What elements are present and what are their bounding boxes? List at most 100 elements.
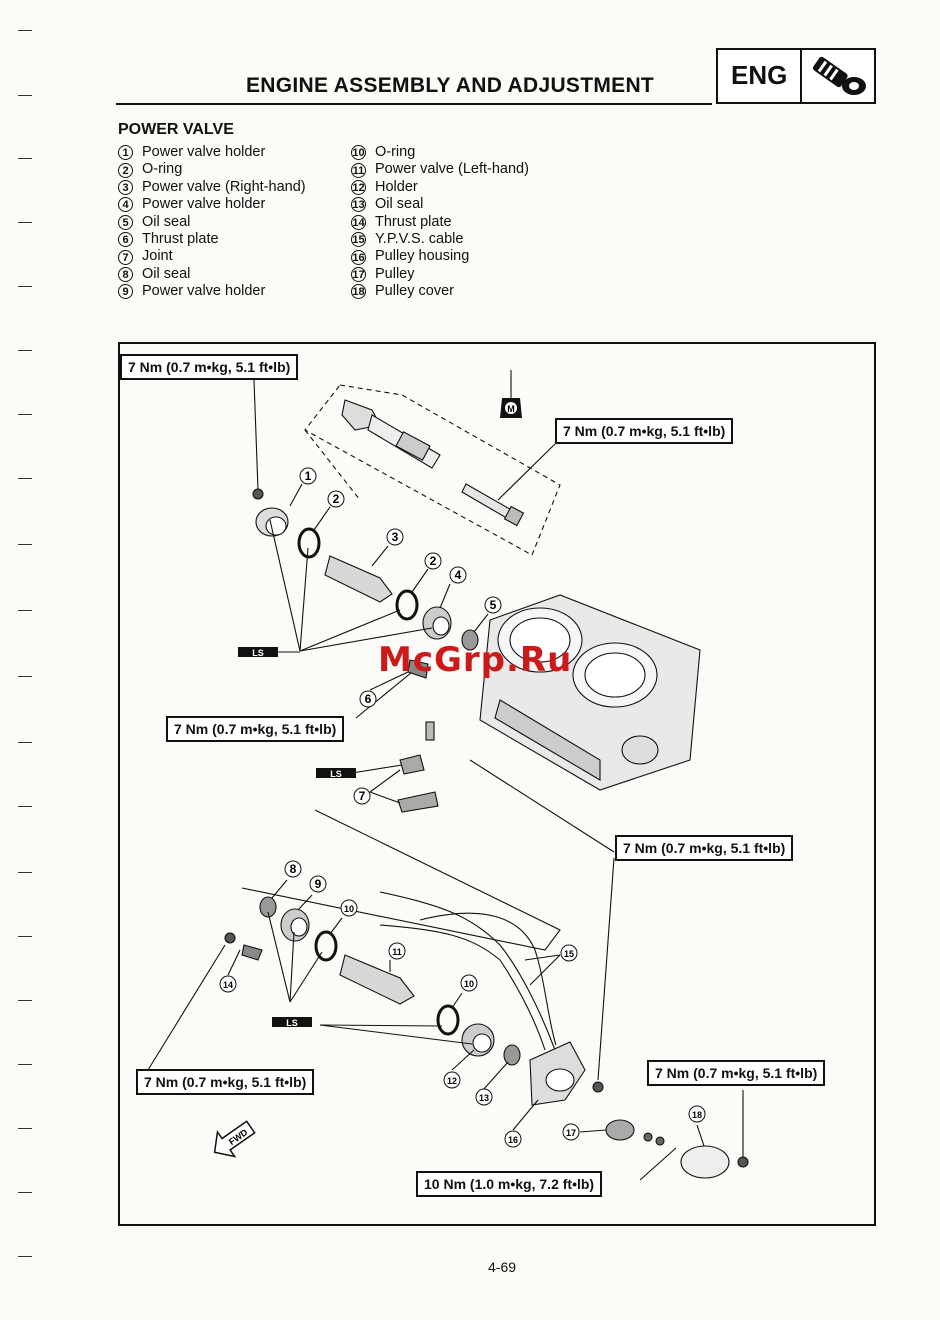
- list-item: 7 Joint: [118, 248, 306, 265]
- forward-arrow-icon: FWD: [213, 1120, 256, 1158]
- part-label: Pulley cover: [375, 283, 454, 300]
- part-label: Joint: [142, 248, 173, 265]
- part-label: Pulley: [375, 265, 415, 282]
- callout-17: 17: [562, 1123, 580, 1141]
- callout-5: 5: [484, 596, 502, 614]
- svg-text:6: 6: [365, 692, 372, 706]
- engine-icon: [812, 56, 866, 95]
- svg-text:17: 17: [566, 1128, 576, 1138]
- torque-spec-box: 7 Nm (0.7 m•kg, 5.1 ft•lb): [555, 418, 734, 444]
- grease-label: M: [507, 404, 515, 414]
- svg-text:18: 18: [692, 1110, 702, 1120]
- callout-8: 8: [284, 860, 302, 878]
- page-number: 4-69: [488, 1259, 517, 1275]
- svg-text:5: 5: [490, 598, 497, 612]
- part-number: 8: [118, 267, 133, 283]
- callout-2b: 2: [424, 552, 442, 570]
- list-item: 17 Pulley: [351, 266, 529, 283]
- svg-text:9: 9: [315, 877, 322, 891]
- lube-icon: LS: [238, 647, 300, 658]
- page-title: ENGINE ASSEMBLY AND ADJUSTMENT: [246, 74, 655, 97]
- part-number: 4: [118, 197, 133, 213]
- eng-badge-divider: [800, 48, 802, 104]
- part-number: 12: [351, 180, 366, 196]
- header-rule: [116, 103, 712, 105]
- list-item: 3 Power valve (Right-hand): [118, 179, 306, 196]
- part-number: 17: [351, 267, 366, 283]
- torque-spec-box: 7 Nm (0.7 m•kg, 5.1 ft•lb): [136, 1069, 315, 1095]
- list-item: 8 Oil seal: [118, 266, 306, 283]
- list-item: 6 Thrust plate: [118, 231, 306, 248]
- callout-9: 9: [309, 875, 327, 893]
- svg-text:8: 8: [290, 862, 297, 876]
- exploded-diagram-frame: [118, 342, 876, 1226]
- torque-spec-box: 7 Nm (0.7 m•kg, 5.1 ft•lb): [647, 1060, 826, 1086]
- callout-11: 11: [388, 942, 406, 960]
- torque-spec-box: 10 Nm (1.0 m•kg, 7.2 ft•lb): [416, 1171, 603, 1197]
- part-label: Y.P.V.S. cable: [375, 231, 464, 248]
- callout-18: 18: [688, 1105, 706, 1123]
- part-label: Oil seal: [142, 213, 191, 230]
- torque-spec-box: 7 Nm (0.7 m•kg, 5.1 ft•lb): [120, 354, 299, 380]
- part-number: 13: [351, 197, 366, 213]
- part-label: Power valve (Right-hand): [142, 178, 306, 195]
- svg-text:12: 12: [447, 1076, 457, 1086]
- part-number: 3: [118, 180, 133, 196]
- list-item: 15 Y.P.V.S. cable: [351, 231, 529, 248]
- svg-text:13: 13: [479, 1093, 489, 1103]
- svg-text:2: 2: [333, 492, 340, 506]
- part-number: 7: [118, 249, 133, 265]
- callout-4: 4: [449, 566, 467, 584]
- part-label: Power valve (Left-hand): [375, 161, 529, 178]
- callout-7: 7: [353, 787, 371, 805]
- part-number: 5: [118, 214, 133, 230]
- eng-badge: [716, 48, 876, 104]
- lube-label: LS: [330, 769, 342, 779]
- part-number: 10: [351, 145, 366, 161]
- part-label: Thrust plate: [142, 231, 219, 248]
- svg-text:10: 10: [344, 904, 354, 914]
- torque-spec-box: 7 Nm (0.7 m•kg, 5.1 ft•lb): [166, 716, 345, 742]
- part-number: 6: [118, 232, 133, 248]
- lube-label: LS: [286, 1018, 298, 1028]
- callout-13: 13: [475, 1088, 493, 1106]
- lube-icon: LS: [316, 768, 356, 779]
- callout-14: 14: [219, 975, 237, 993]
- callout-15: 15: [560, 944, 578, 962]
- list-item: 18 Pulley cover: [351, 283, 529, 300]
- callout-6: 6: [359, 690, 377, 708]
- callout-12: 12: [443, 1071, 461, 1089]
- part-label: Oil seal: [142, 265, 191, 282]
- callout-16: 16: [504, 1130, 522, 1148]
- svg-text:11: 11: [392, 947, 402, 957]
- section-title: POWER VALVE: [118, 121, 234, 138]
- watermark: McGrp.Ru: [378, 640, 573, 680]
- svg-text:14: 14: [223, 980, 233, 990]
- svg-text:10: 10: [464, 979, 474, 989]
- part-number: 15: [351, 232, 366, 248]
- part-number: 16: [351, 249, 366, 265]
- grease-icon: M: [500, 398, 522, 418]
- part-number: 18: [351, 284, 366, 300]
- callout-3: 3: [386, 528, 404, 546]
- part-label: Holder: [375, 178, 418, 195]
- svg-text:1: 1: [305, 469, 312, 483]
- callout-10b: 10: [460, 974, 478, 992]
- callout-10: 10: [340, 899, 358, 917]
- svg-text:16: 16: [508, 1135, 518, 1145]
- svg-text:15: 15: [564, 949, 574, 959]
- part-number: 1: [118, 145, 133, 161]
- part-number: 2: [118, 162, 133, 178]
- list-item: 12 Holder: [351, 179, 529, 196]
- part-label: Power valve holder: [142, 196, 266, 213]
